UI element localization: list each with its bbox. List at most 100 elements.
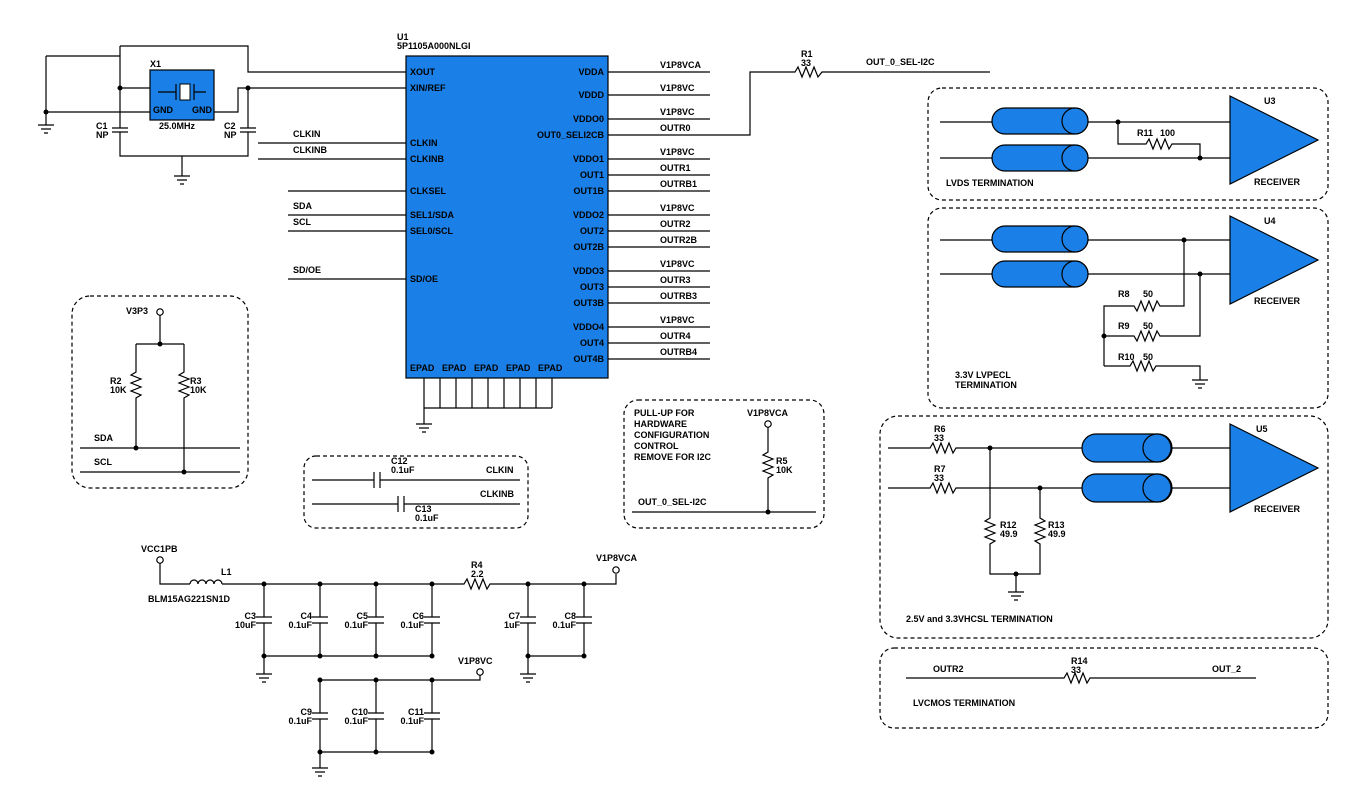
hw-net: OUT_0_SEL-I2C (638, 497, 707, 507)
lvds-caption: LVDS TERMINATION (946, 178, 1034, 188)
u1-right-pin: VDDD (578, 90, 604, 100)
u1-epad-pin: EPAD (442, 363, 467, 373)
u1-left-pin: SD/OE (410, 274, 438, 284)
r7-value: 33 (934, 473, 944, 483)
hw-pullup-box: PULL-UP FOR HARDWARE CONFIGURATION CONTR… (623, 399, 825, 529)
r1-net: OUT_0_SEL-I2C (866, 57, 935, 67)
crystal-block: X1 GND GND 25.0MHz C1 NP C2 NP (38, 45, 410, 185)
u1-part: 5P1105A000NLGI (397, 41, 471, 51)
u1-right-pin: OUT3B (573, 298, 604, 308)
cap-ref: C9 (300, 707, 312, 717)
u1-left-pin: SEL0/SCL (410, 226, 454, 236)
v3p3-rail: V3P3 (126, 306, 148, 316)
u5-ref: U5 (1256, 424, 1268, 434)
crystal-ref: X1 (150, 59, 161, 69)
hcsl-receiver: RECEIVER (1254, 504, 1301, 514)
cap-ref: C6 (412, 611, 424, 621)
c12-value: 0.1uF (391, 465, 415, 475)
u1-right-net: V1P8VC (660, 107, 695, 117)
cap-value: 0.1uF (288, 620, 312, 630)
u3-ref: U3 (1264, 96, 1276, 106)
r12-value: 49.9 (1000, 529, 1018, 539)
u1-right-pin: VDDO4 (573, 322, 604, 332)
cap-ref: C5 (356, 611, 368, 621)
lvpecl-termination-box: R8 50 R9 50 R10 50 U4 RECEIVER 3.3V LVPE… (927, 207, 1329, 409)
c1-value: NP (96, 130, 109, 140)
u1-right-net: V1P8VC (660, 83, 695, 93)
lvcmos-in-net: OUTR2 (933, 664, 964, 674)
r2-value: 10K (110, 385, 127, 395)
transmission-line (991, 107, 1089, 135)
hw-note-4: CONTROL (634, 441, 679, 451)
net-clkin: CLKIN (293, 129, 321, 139)
vc-rail: V1P8VC (458, 656, 493, 666)
u1-right-pin: OUT0_SELI2CB (537, 130, 605, 140)
u1-right-pin: VDDO0 (573, 114, 604, 124)
vcc-rail: VCC1PB (141, 544, 178, 554)
cap-value: 0.1uF (552, 620, 576, 630)
u1-ref: U1 (397, 32, 409, 42)
u1-right-pin: VDDO3 (573, 266, 604, 276)
u1-right-net: OUTR4 (660, 331, 691, 341)
clkin-caps-box: C12 0.1uF CLKIN CLKINB C13 0.1uF (303, 455, 529, 529)
transmission-line (991, 260, 1089, 288)
ground-symbol (416, 423, 432, 433)
r11-value: 100 (1160, 128, 1175, 138)
c13-ref: C13 (415, 504, 432, 514)
cap-value: 0.1uF (288, 716, 312, 726)
capacitor-c9: C90.1uF (288, 677, 328, 755)
c2-ref: C2 (224, 121, 236, 131)
ground-symbol (1008, 591, 1024, 601)
crystal-gnd-right: GND (192, 105, 213, 115)
hw-note-3: CONFIGURATION (634, 430, 709, 440)
u1-left-pins: XOUTXIN/REFCLKINCLKINBCLKSELSEL1/SDASEL0… (410, 67, 455, 284)
u1-right-pin: VDDO2 (573, 210, 604, 220)
u4-ref: U4 (1264, 216, 1276, 226)
capacitor-c4: C40.1uF (288, 581, 328, 659)
ground-symbol (312, 767, 328, 777)
u1-right-pin: OUT4B (573, 354, 604, 364)
cap-ref: C4 (300, 611, 312, 621)
u1-left-pin: CLKSEL (410, 186, 447, 196)
ground-symbol (256, 673, 272, 683)
r4-value: 2.2 (471, 569, 484, 579)
cap-value: 0.1uF (344, 620, 368, 630)
cap-ref: C11 (408, 707, 424, 717)
u1-epad-pin: EPAD (410, 363, 435, 373)
i2c-pullup-box: V3P3 R2 10K R3 10K SDA SCL (71, 295, 249, 489)
cap-ref: C7 (508, 611, 520, 621)
ground-symbol (174, 175, 190, 185)
u1-left-pin: CLKINB (410, 154, 444, 164)
net-scl: SCL (293, 217, 312, 227)
r1-value: 33 (801, 58, 811, 68)
u1-right-pin: OUT2 (580, 226, 604, 236)
r13-value: 49.9 (1048, 529, 1066, 539)
l1-part: BLM15AG221SN1D (148, 594, 231, 604)
clkin-caps-net1: CLKIN (486, 465, 514, 475)
hw-rail: V1P8VCA (747, 408, 789, 418)
c2-value: NP (224, 130, 237, 140)
net-clkinb: CLKINB (293, 145, 327, 155)
u1-right-net: V1P8VC (660, 203, 695, 213)
r2-ref: R2 (110, 376, 122, 386)
r5-value: 10K (776, 465, 793, 475)
i2c-scl: SCL (94, 457, 113, 467)
r9-ref: R9 (1118, 321, 1130, 331)
clkin-caps-net2: CLKINB (480, 489, 514, 499)
u1-right-net: OUTR3 (660, 275, 691, 285)
r1-ref: R1 (801, 49, 813, 59)
i2c-sda: SDA (94, 433, 114, 443)
l1-ref: L1 (221, 567, 232, 577)
u1-right-net: OUTR1 (660, 163, 691, 173)
ground-symbol (38, 124, 54, 134)
hcsl-termination-box: R6 33 R7 33 R12 49.9 R13 49.9 U5 RECEIVE… (879, 415, 1329, 639)
cap-ref: C10 (351, 707, 368, 717)
r12-ref: R12 (1000, 520, 1017, 530)
r3-ref: R3 (190, 376, 202, 386)
hcsl-caption: 2.5V and 3.3VHCSL TERMINATION (906, 614, 1053, 624)
